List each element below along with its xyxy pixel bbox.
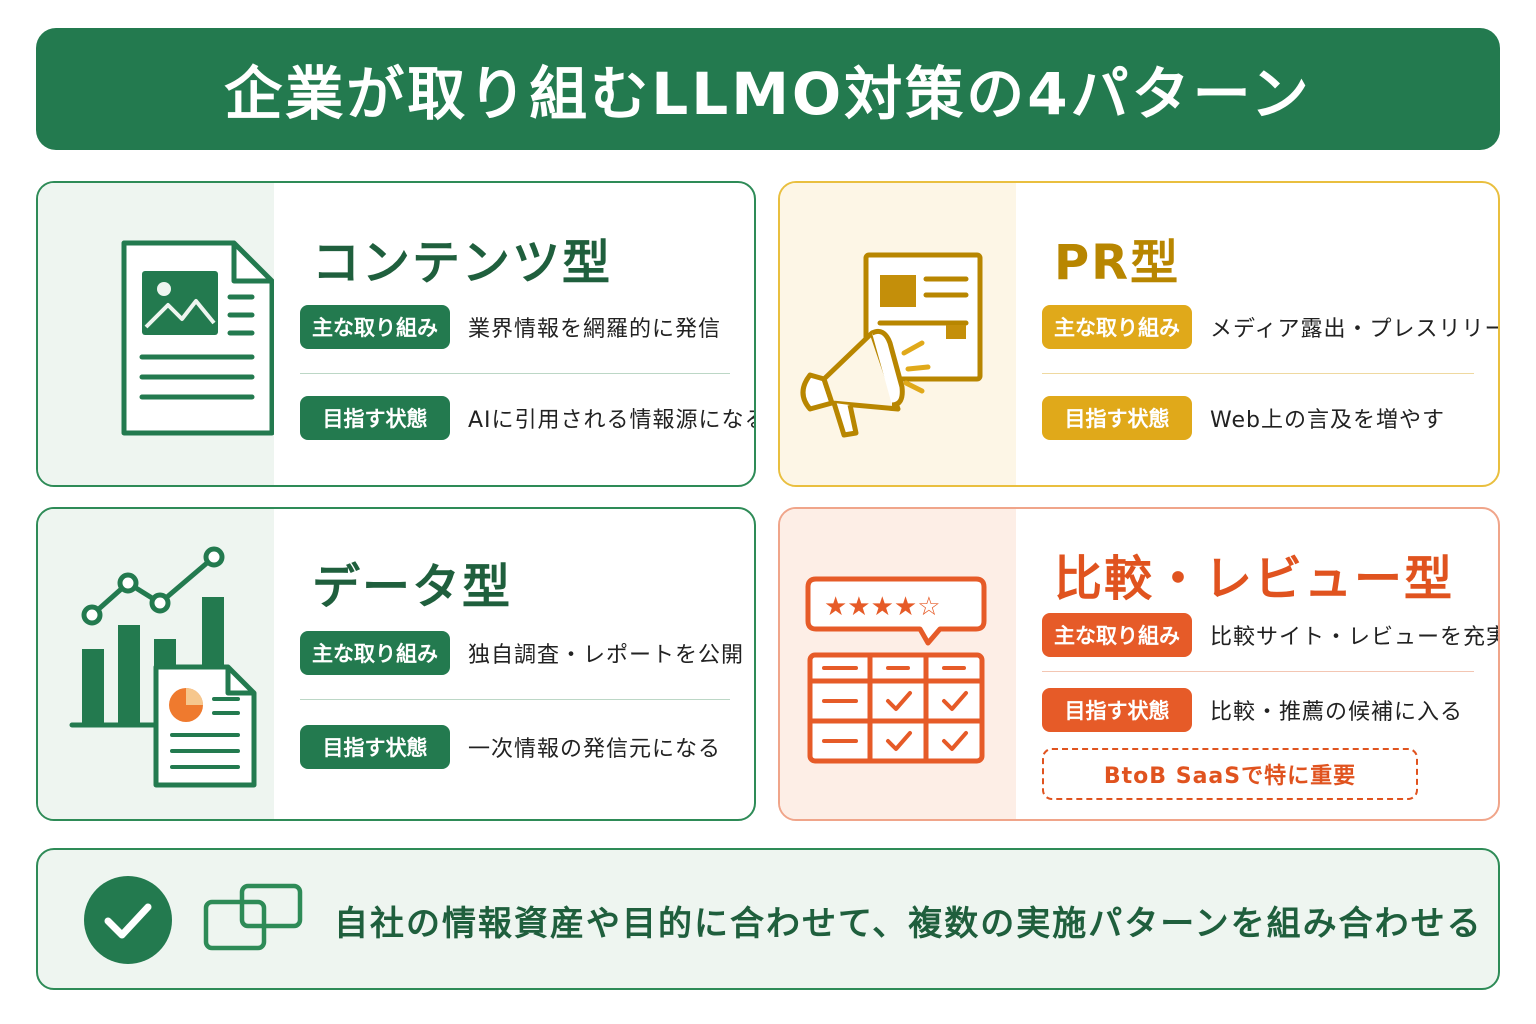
footer-banner: 自社の情報資産や目的に合わせて、複数の実施パターンを組み合わせる xyxy=(36,848,1500,990)
overlap-squares-icon xyxy=(203,883,303,951)
card-pr-icon-panel xyxy=(780,183,1016,485)
card-content: コンテンツ型 主な取り組み 業界情報を網羅的に発信 目指す状態 AIに引用される… xyxy=(36,181,756,487)
row-value: 独自調査・レポートを公開 xyxy=(468,643,745,668)
row-value: 業界情報を網羅的に発信 xyxy=(468,317,722,342)
check-circle-icon xyxy=(84,876,172,964)
card-title: 比較・レビュー型 xyxy=(1054,551,1455,607)
divider xyxy=(300,373,730,374)
note-badge: BtoB SaaSで特に重要 xyxy=(1042,748,1418,800)
card-row: 目指す状態 Web上の言及を増やす xyxy=(1042,395,1474,441)
divider xyxy=(1042,671,1474,672)
card-row: 主な取り組み 独自調査・レポートを公開 xyxy=(300,630,743,676)
card-pr: PR型 主な取り組み メディア露出・プレスリリース 目指す状態 Web上の言及を… xyxy=(778,181,1500,487)
card-data-icon-panel xyxy=(38,509,274,819)
card-row: 主な取り組み メディア露出・プレスリリース xyxy=(1042,304,1498,350)
card-title: PR型 xyxy=(1054,235,1181,291)
card-content-body: コンテンツ型 主な取り組み 業界情報を網羅的に発信 目指す状態 AIに引用される… xyxy=(300,183,754,485)
row-label: 目指す状態 xyxy=(1042,396,1192,440)
card-review-body: 比較・レビュー型 主な取り組み 比較サイト・レビューを充実 目指す状態 比較・推… xyxy=(1042,509,1498,819)
row-label: 目指す状態 xyxy=(300,725,450,769)
card-pr-body: PR型 主な取り組み メディア露出・プレスリリース 目指す状態 Web上の言及を… xyxy=(1042,183,1498,485)
row-label: 主な取り組み xyxy=(1042,613,1192,657)
review-table-icon: ★★★★☆ xyxy=(805,576,987,764)
card-row: 目指す状態 比較・推薦の候補に入る xyxy=(1042,687,1474,733)
card-row: 目指す状態 AIに引用される情報源になる xyxy=(300,395,754,441)
card-review-icon-panel: ★★★★☆ xyxy=(780,509,1016,819)
megaphone-icon xyxy=(800,252,983,438)
document-image-icon xyxy=(121,240,274,436)
row-label: 主な取り組み xyxy=(1042,305,1192,349)
page-title: 企業が取り組むLLMO対策の4パターン xyxy=(224,60,1312,128)
divider xyxy=(1042,373,1474,374)
card-row: 主な取り組み 業界情報を網羅的に発信 xyxy=(300,304,730,350)
footer-text: 自社の情報資産や目的に合わせて、複数の実施パターンを組み合わせる xyxy=(334,904,1483,944)
row-value: 比較サイト・レビューを充実 xyxy=(1210,625,1500,650)
row-value: AIに引用される情報源になる xyxy=(468,408,756,433)
card-content-icon-panel xyxy=(38,183,274,485)
row-label: 主な取り組み xyxy=(300,305,450,349)
card-row: 目指す状態 一次情報の発信元になる xyxy=(300,724,730,770)
row-value: 比較・推薦の候補に入る xyxy=(1210,700,1464,725)
card-row: 主な取り組み 比較サイト・レビューを充実 xyxy=(1042,612,1498,658)
row-value: Web上の言及を増やす xyxy=(1210,408,1445,433)
row-label: 目指す状態 xyxy=(300,396,450,440)
row-label: 目指す状態 xyxy=(1042,688,1192,732)
row-value: 一次情報の発信元になる xyxy=(468,737,722,762)
card-data-body: データ型 主な取り組み 独自調査・レポートを公開 目指す状態 一次情報の発信元に… xyxy=(300,509,743,819)
svg-text:★★★★☆: ★★★★☆ xyxy=(824,592,941,622)
card-review: ★★★★☆ 比較・レビュー型 主な取り組み 比較サイト・レビューを充実 目指す状… xyxy=(778,507,1500,821)
divider xyxy=(300,699,730,700)
card-title: データ型 xyxy=(312,559,513,615)
chart-report-icon xyxy=(69,546,257,788)
card-data: データ型 主な取り組み 独自調査・レポートを公開 目指す状態 一次情報の発信元に… xyxy=(36,507,756,821)
title-bar: 企業が取り組むLLMO対策の4パターン xyxy=(36,28,1500,150)
card-title: コンテンツ型 xyxy=(312,235,613,291)
row-label: 主な取り組み xyxy=(300,631,450,675)
row-value: メディア露出・プレスリリース xyxy=(1210,317,1500,342)
